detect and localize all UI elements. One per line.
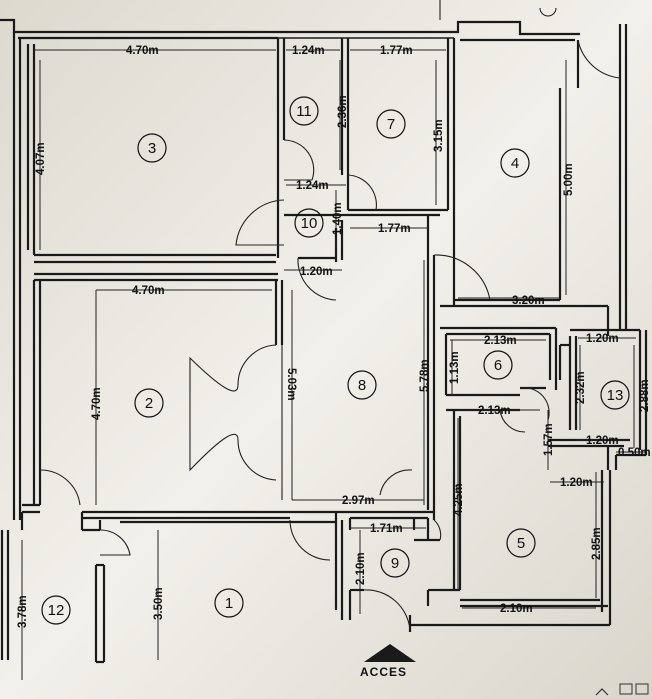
room-12-label: 12 (41, 595, 71, 625)
room-labels: 3 11 7 4 10 2 8 6 (41, 96, 630, 625)
dim-r9-height: 2.10m (355, 552, 367, 585)
monitor-icon (619, 683, 633, 695)
dim-r13-left: 2.32m (575, 371, 587, 404)
walls (0, 18, 648, 664)
dim-r5-right: 2.85m (591, 527, 603, 560)
dim-r5-top: 2.13m (478, 405, 511, 417)
svg-text:1: 1 (225, 595, 233, 612)
dim-r5-left-small: 1.57m (543, 423, 555, 456)
dimension-lines (21, 49, 646, 680)
room-13-label: 13 (600, 380, 630, 410)
svg-text:2: 2 (145, 395, 153, 412)
dim-r7-height: 3.15m (433, 119, 445, 152)
room-9-label: 9 (380, 548, 410, 578)
dim-r8-right: 5.78m (419, 359, 431, 392)
dim-door-120: 1.20m (300, 266, 333, 278)
dim-r5-notch2: 0.50m (618, 447, 651, 459)
dim-r11-height: 2.36m (337, 95, 349, 128)
dim-r2-width: 4.70m (132, 285, 165, 297)
dim-r5-notch: 1.20m (586, 435, 619, 447)
doors (39, 0, 621, 631)
room-6-label: 6 (483, 350, 513, 380)
svg-text:8: 8 (358, 377, 366, 394)
entrance-arrow-icon (364, 644, 416, 662)
dim-r10-height: 1.40m (332, 202, 344, 235)
svg-text:7: 7 (387, 116, 395, 133)
dim-r4-width: 3.20m (512, 295, 545, 307)
dim-r4-height: 5.00m (563, 163, 575, 196)
svg-text:6: 6 (494, 357, 502, 374)
dim-r5-left: 4.25m (453, 483, 465, 516)
room-10-label: 10 (294, 208, 324, 238)
room-4-label: 4 (500, 148, 530, 178)
svg-text:13: 13 (607, 387, 624, 404)
room-5-label: 5 (506, 528, 536, 558)
svg-text:9: 9 (391, 555, 399, 572)
speaker-icon (635, 683, 649, 695)
dim-r6-height: 1.13m (449, 351, 461, 384)
dim-r5-bottom: 2.10m (500, 603, 533, 615)
room-2-label: 2 (134, 388, 164, 418)
corner-icons (595, 683, 649, 696)
svg-text:11: 11 (296, 103, 312, 120)
dim-r8-bottom: 2.97m (342, 495, 375, 507)
dim-r3-width: 4.70m (126, 45, 159, 57)
room-8-label: 8 (347, 370, 377, 400)
svg-text:12: 12 (48, 602, 65, 619)
dim-r13-width: 1.20m (586, 333, 619, 345)
dim-r2-height: 4.70m (91, 387, 103, 420)
svg-text:4: 4 (511, 155, 519, 172)
room-7-label: 7 (376, 109, 406, 139)
room-11-label: 11 (289, 96, 319, 126)
dim-r6-width: 2.13m (484, 335, 517, 347)
dim-r12-height: 3.78m (17, 595, 29, 628)
svg-text:5: 5 (517, 535, 525, 552)
dim-r11-width: 1.24m (292, 45, 325, 57)
svg-text:10: 10 (301, 215, 318, 232)
svg-text:3: 3 (148, 140, 156, 157)
room-3-label: 3 (137, 133, 167, 163)
chevron-up-icon (595, 688, 609, 696)
dim-r1-height: 3.50m (153, 587, 165, 620)
dim-r5-notch3: 1.20m (560, 477, 593, 489)
dim-r8-top: 1.77m (378, 223, 411, 235)
entrance-marker: ACCES (360, 644, 416, 679)
room-1-label: 1 (214, 588, 244, 618)
dim-r3-height: 4.07m (35, 142, 47, 175)
dim-r10-width: 1.24m (296, 180, 329, 192)
entrance-label: ACCES (360, 665, 407, 679)
dim-r9-width: 1.71m (370, 523, 403, 535)
dim-r8-height: 5.03m (285, 368, 297, 401)
dim-r7-width: 1.77m (380, 45, 413, 57)
dim-r13-height: 2.88m (639, 379, 651, 412)
dimension-labels: 4.70m 1.24m 1.77m 4.07m 2.36m 3.15m 5.00… (17, 45, 651, 628)
